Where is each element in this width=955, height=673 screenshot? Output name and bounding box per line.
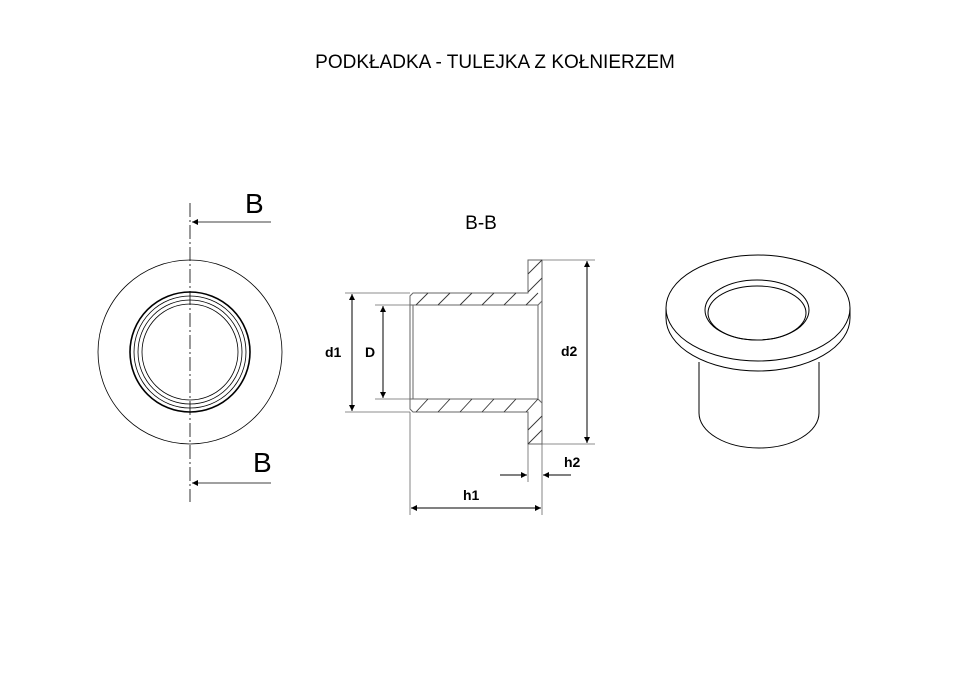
front-view — [97, 203, 283, 502]
dim-D-label: D — [365, 344, 375, 360]
extension-lines — [345, 259, 595, 515]
flange-top-face — [665, 254, 851, 362]
dim-d2-label: d2 — [561, 343, 578, 359]
isometric-view — [665, 254, 851, 449]
sleeve-body — [698, 362, 820, 449]
hatching — [415, 259, 543, 445]
section-mark-bottom: B — [253, 447, 272, 478]
bore-end-chamfer — [537, 300, 543, 306]
bore-end-chamfer — [537, 398, 543, 404]
section-mark-top: B — [245, 188, 264, 219]
dim-h2-label: h2 — [564, 454, 581, 470]
dim-h1-label: h1 — [463, 487, 480, 503]
dim-d1-label: d1 — [325, 344, 342, 360]
section-view — [345, 259, 595, 515]
bore-inner-edge — [707, 285, 807, 341]
section-outline — [409, 259, 543, 445]
drawing-title: PODKŁADKA - TULEJKA Z KOŁNIERZEM — [315, 52, 675, 73]
section-label: B-B — [465, 213, 497, 234]
